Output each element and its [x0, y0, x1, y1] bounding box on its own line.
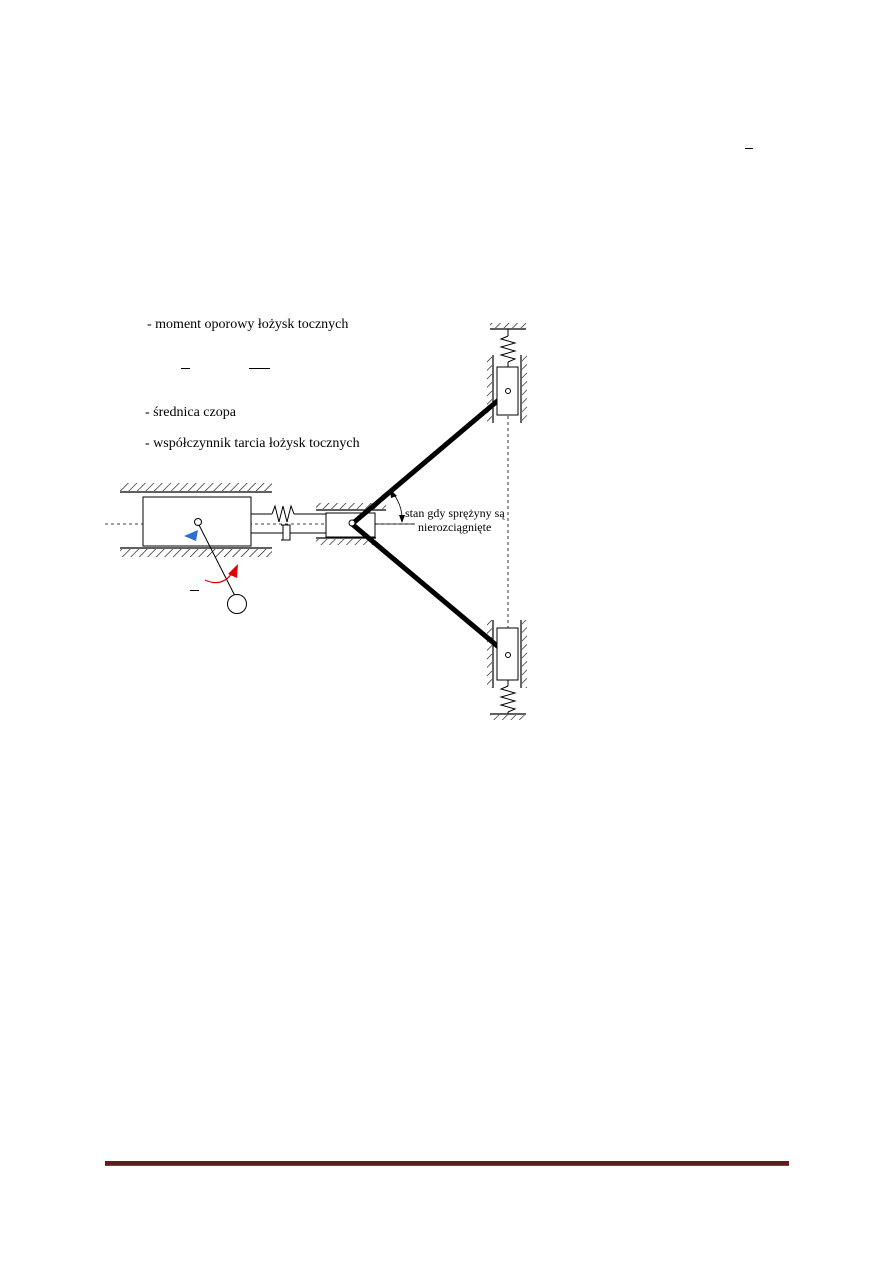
- pendulum-bob: [227, 594, 247, 614]
- lower-link: [350, 522, 510, 657]
- lower-right-guide: [487, 620, 527, 720]
- left-bottom-ground: [120, 547, 272, 557]
- lower-vertical-spring: [499, 680, 517, 714]
- legend-moment: - moment oporowy łożysk tocznych: [147, 317, 349, 332]
- upper-vertical-spring: [499, 329, 517, 367]
- fraction-bar-1: [181, 368, 190, 369]
- horizontal-spring: [251, 504, 326, 523]
- legend-diameter: - średnica czopa: [145, 405, 236, 420]
- left-top-ground: [120, 483, 272, 493]
- footer-rule: [105, 1161, 789, 1166]
- fraction-bar-3: [190, 590, 199, 591]
- middle-top-ground: [316, 503, 386, 511]
- fraction-bar-2: [249, 368, 270, 369]
- fraction-bar-top: [745, 148, 753, 149]
- angle-arrow-bottom-icon: [399, 515, 405, 523]
- middle-joint: [348, 519, 356, 527]
- lower-right-joint: [505, 652, 511, 658]
- upper-link: [350, 390, 510, 526]
- red-arrow-head-icon: [228, 564, 238, 578]
- legend-friction: - współczynnik tarcia łożysk tocznych: [145, 436, 360, 451]
- pendulum-pivot: [194, 518, 202, 526]
- pendulum-rod: [197, 522, 236, 597]
- annotation-line2: nierozciągnięte: [418, 520, 492, 534]
- angle-arrow-top-icon: [390, 489, 397, 498]
- blue-arrow-icon: [184, 530, 198, 541]
- annotation-line1: stan gdy sprężyny są: [405, 506, 505, 520]
- damper: [251, 524, 326, 541]
- upper-right-joint: [505, 388, 511, 394]
